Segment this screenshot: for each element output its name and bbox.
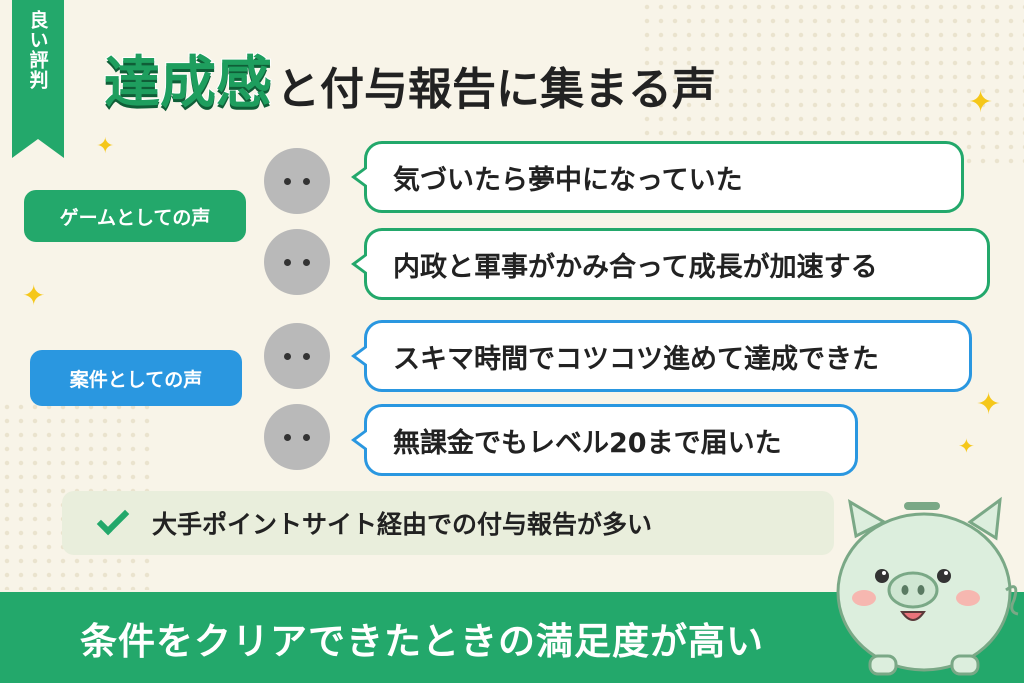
avatar xyxy=(264,323,330,389)
piggy-bank-icon xyxy=(836,496,1019,676)
avatar xyxy=(264,148,330,214)
sparkle-icon: ✦ xyxy=(958,434,975,458)
project-voices-label: 案件としての声 xyxy=(30,350,242,406)
title-highlight: 達成感 xyxy=(103,51,273,116)
comment-bubble: 内政と軍事がかみ合って成長が加速する xyxy=(351,228,990,300)
page-title: 達成感 と付与報告に集まる声 xyxy=(103,34,716,116)
sparkle-icon: ✦ xyxy=(22,279,46,312)
comment-bubble: 無課金でもレベル20まで届いた xyxy=(351,404,858,476)
summary-box: 大手ポイントサイト経由での付与報告が多い xyxy=(62,491,834,555)
sparkle-icon: ✦ xyxy=(96,134,115,159)
footer-text: 条件をクリアできたときの満足度が高い xyxy=(80,619,764,663)
sparkle-icon: ✦ xyxy=(968,85,994,120)
comment-bubble: 気づいたら夢中になっていた xyxy=(351,141,964,213)
avatar xyxy=(264,404,330,470)
title-rest: と付与報告に集まる声 xyxy=(276,64,716,115)
avatar xyxy=(264,229,330,295)
summary-text: 大手ポイントサイト経由での付与報告が多い xyxy=(152,510,653,539)
check-icon xyxy=(96,502,130,536)
good-reviews-ribbon: 良い評判 xyxy=(12,0,64,158)
comment-bubble: スキマ時間でコツコツ進めて達成できた xyxy=(351,320,972,392)
sparkle-icon: ✦ xyxy=(976,387,1002,422)
game-voices-label: ゲームとしての声 xyxy=(24,190,246,242)
